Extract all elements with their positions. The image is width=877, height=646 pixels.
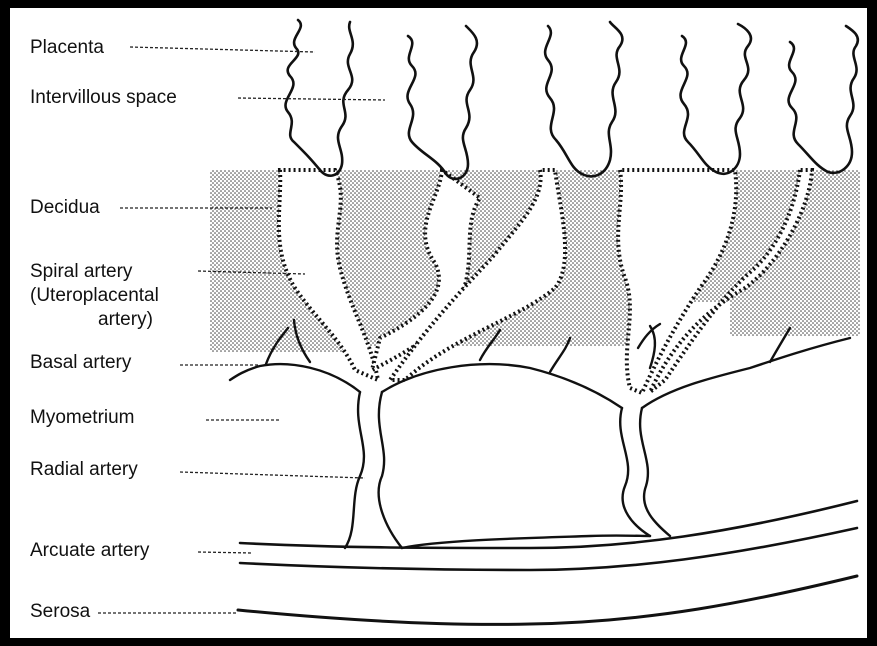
myometrial-arteries <box>230 320 850 548</box>
label-serosa: Serosa <box>30 601 90 623</box>
label-basal-artery: Basal artery <box>30 352 131 374</box>
label-uteroplacental-line2: artery) <box>98 309 153 331</box>
label-placenta: Placenta <box>30 37 104 59</box>
label-radial-artery: Radial artery <box>30 459 138 481</box>
serosa-line <box>238 576 857 624</box>
label-uteroplacental-line1: (Uteroplacental <box>30 285 159 307</box>
label-myometrium: Myometrium <box>30 407 135 429</box>
label-intervillous-space: Intervillous space <box>30 87 177 109</box>
arcuate-artery <box>240 501 857 570</box>
label-decidua: Decidua <box>30 197 100 219</box>
diagram-canvas: Placenta Intervillous space Decidua Spir… <box>10 8 867 638</box>
label-spiral-artery: Spiral artery <box>30 261 132 283</box>
placental-villi <box>285 20 857 179</box>
label-arcuate-artery: Arcuate artery <box>30 540 149 562</box>
